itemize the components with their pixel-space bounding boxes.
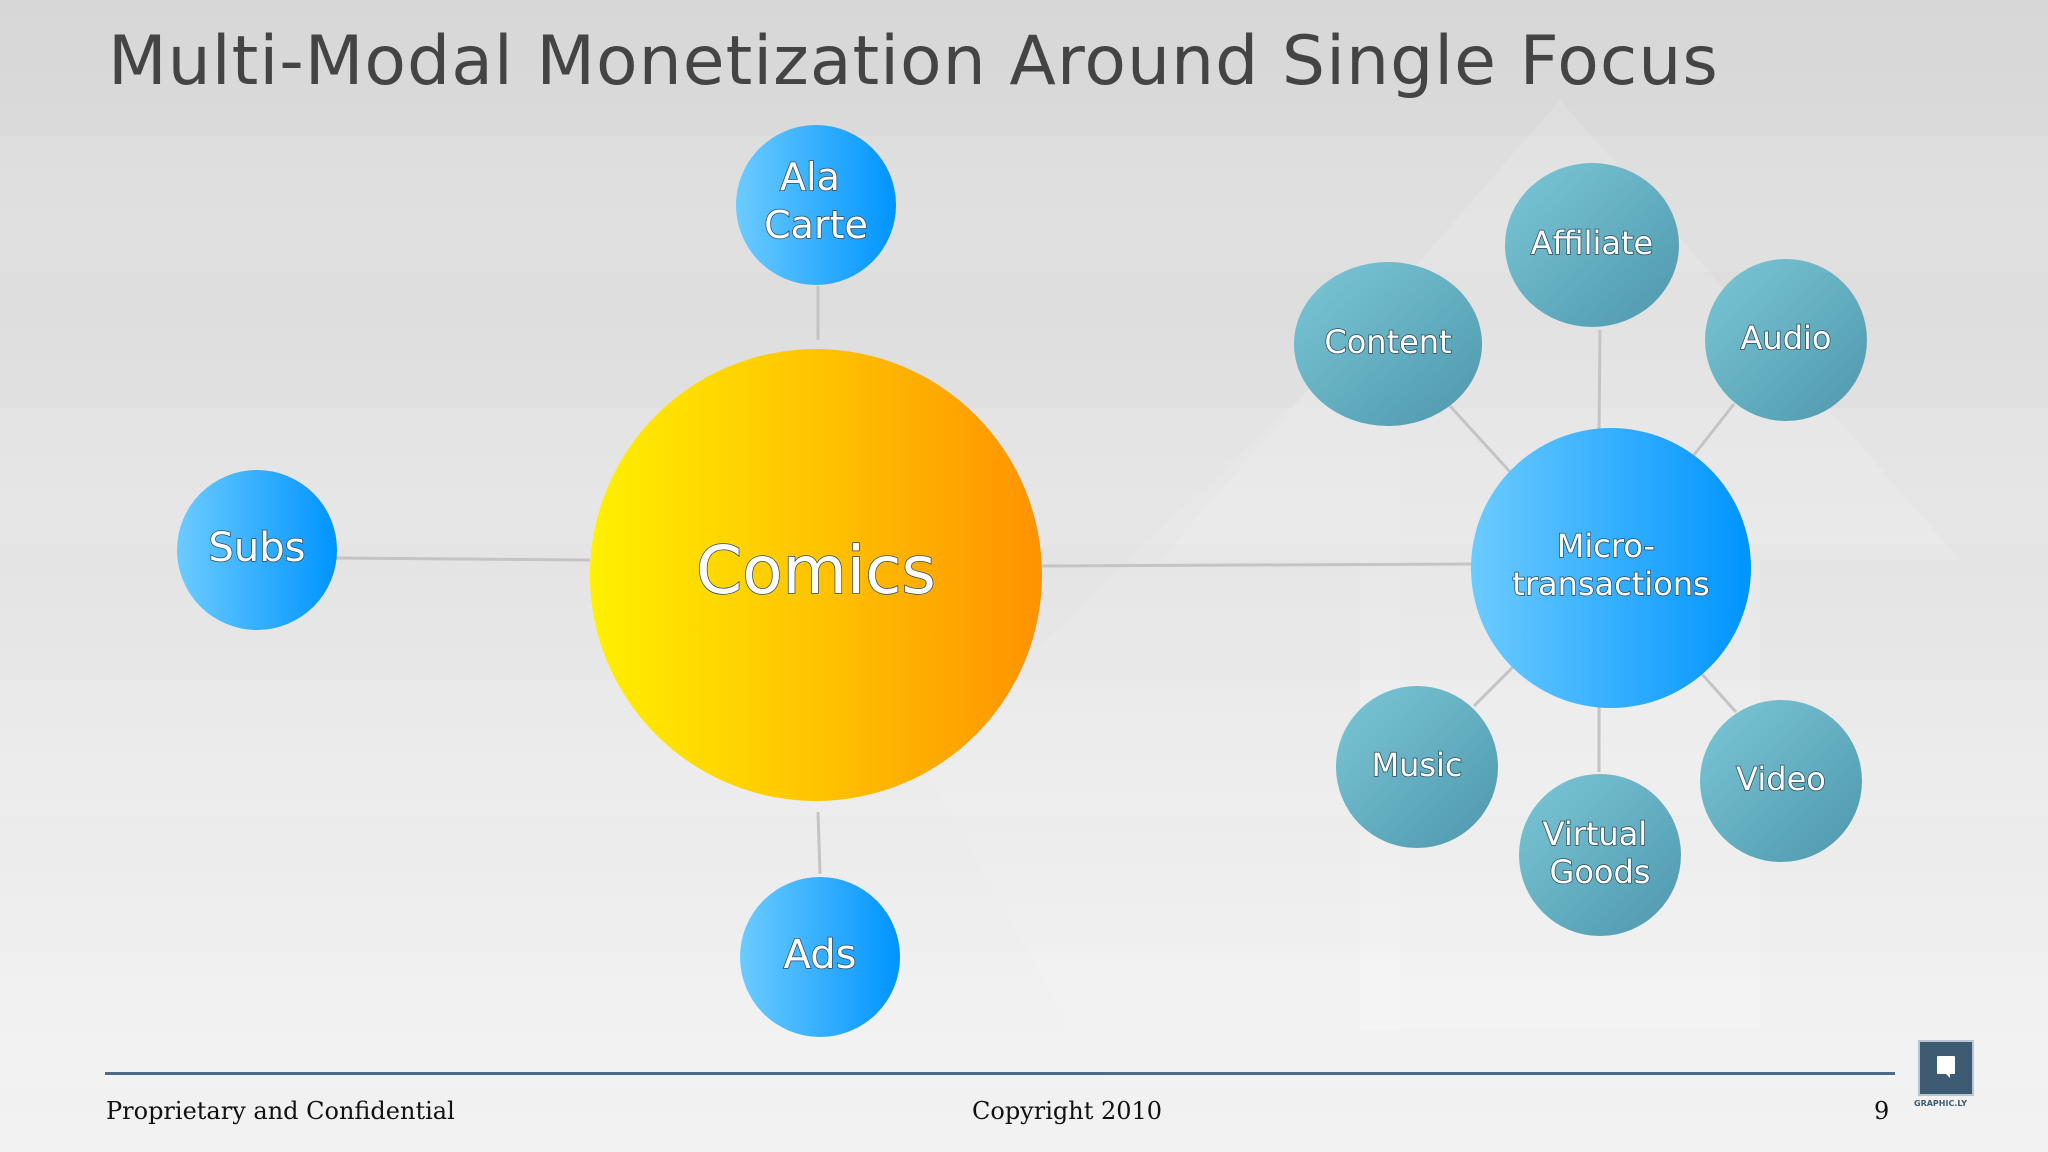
node-video: Video <box>1700 700 1862 862</box>
connector-ads <box>816 811 822 875</box>
footer-confidential: Proprietary and Confidential <box>106 1097 455 1125</box>
graphicly-logo <box>1918 1040 1974 1096</box>
connectors <box>335 286 1738 875</box>
node-content: Content <box>1294 262 1482 426</box>
node-ads-label: Ads <box>784 932 857 978</box>
connector-subs <box>335 556 591 562</box>
node-microtransactions-label-line1: Micro- <box>1557 527 1655 565</box>
svg-text:Micro- transactions: Micro- transactions <box>1512 527 1709 603</box>
svg-text:Ala Carte: Ala Carte <box>764 155 868 247</box>
slide-title: Multi-Modal Monetization Around Single F… <box>108 22 1719 101</box>
node-ala-carte-label-line2: Carte <box>764 203 868 247</box>
speech-bubble-icon <box>1937 1056 1955 1078</box>
node-microtransactions: Micro- transactions <box>1471 428 1751 708</box>
footer-divider <box>105 1072 1895 1075</box>
connector-music <box>1472 664 1516 708</box>
node-virtual-goods: Virtual Goods <box>1519 774 1681 936</box>
node-ads: Ads <box>740 877 900 1037</box>
node-affiliate: Affiliate <box>1505 163 1679 327</box>
footer-copyright: Copyright 2010 <box>972 1097 1163 1125</box>
node-subs: Subs <box>177 470 337 630</box>
svg-text:Virtual Goods: Virtual Goods <box>1543 815 1658 891</box>
connector-content <box>1448 404 1514 476</box>
node-comics-center: Comics <box>590 349 1042 801</box>
node-music-label: Music <box>1371 746 1462 784</box>
center-label: Comics <box>696 532 936 609</box>
connector-video <box>1698 670 1738 714</box>
node-content-label: Content <box>1324 323 1451 361</box>
node-ala-carte-label-line1: Ala <box>780 155 840 199</box>
node-video-label: Video <box>1736 760 1826 798</box>
node-subs-label: Subs <box>209 525 306 571</box>
connector-affiliate <box>1597 329 1602 439</box>
node-virtual-goods-label-line1: Virtual <box>1543 815 1648 853</box>
page-number: 9 <box>1874 1097 1890 1125</box>
connector-audio <box>1688 403 1736 461</box>
node-virtual-goods-label-line2: Goods <box>1550 853 1651 891</box>
node-music: Music <box>1336 686 1498 848</box>
node-ala-carte: Ala Carte <box>736 125 896 285</box>
logo-wordmark: GRAPHIC.LY <box>1914 1099 1968 1108</box>
node-audio-label: Audio <box>1741 319 1832 357</box>
node-microtransactions-label-line2: transactions <box>1512 565 1709 603</box>
node-audio: Audio <box>1705 259 1867 421</box>
node-affiliate-label: Affiliate <box>1531 224 1653 262</box>
connector-microtransactions <box>1041 562 1473 568</box>
